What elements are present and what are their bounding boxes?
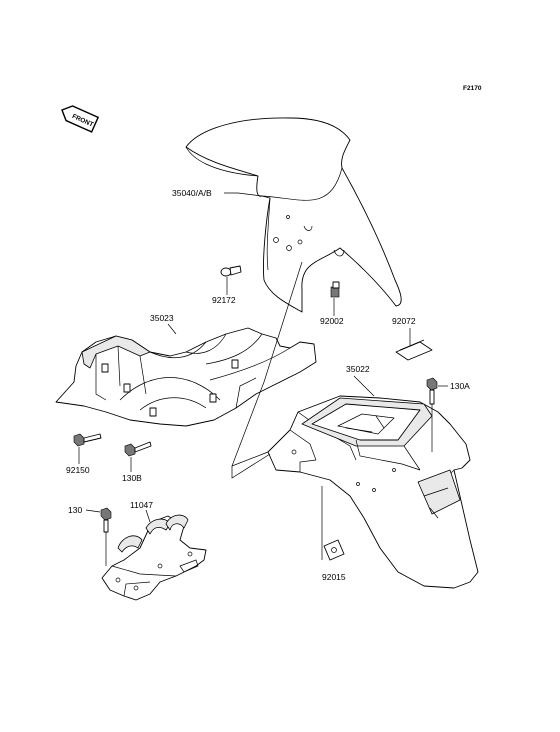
leader-11047 (145, 509, 151, 523)
label-92072: 92072 (392, 316, 416, 326)
label-130B: 130B (122, 473, 142, 483)
guide-line-inner (231, 381, 265, 467)
label-35023: 35023 (150, 313, 174, 323)
guide-line-front (263, 261, 303, 383)
damper-92015 (323, 539, 345, 561)
label-92150: 92150 (66, 465, 90, 475)
label-11047: 11047 (130, 500, 153, 510)
label-130A: 130A (450, 381, 470, 391)
bolt-92150 (73, 433, 102, 447)
leader-35040 (224, 192, 263, 197)
front-fender (185, 117, 402, 313)
clip-92172 (220, 265, 242, 277)
inner-fender (55, 327, 317, 427)
bolt-130 (100, 507, 112, 533)
leader-35023 (167, 323, 177, 335)
bolt-130A (426, 377, 438, 405)
diagram-code: F2170 (463, 85, 482, 92)
label-35040: 35040/A/B (172, 188, 212, 198)
bracket-11047 (101, 514, 207, 601)
front-arrow-icon: FRONT (61, 105, 100, 133)
label-92015: 92015 (322, 572, 346, 582)
bolt-92002 (330, 281, 340, 298)
strap-92072 (395, 339, 433, 361)
label-92172: 92172 (212, 295, 236, 305)
bolt-130B (124, 441, 152, 457)
leader-130 (85, 509, 101, 513)
label-35022: 35022 (346, 364, 370, 374)
rear-fender (267, 395, 479, 589)
leader-35022 (353, 375, 375, 397)
guide-line-rear (231, 451, 271, 479)
label-92002: 92002 (320, 316, 344, 326)
label-130: 130 (68, 505, 82, 515)
